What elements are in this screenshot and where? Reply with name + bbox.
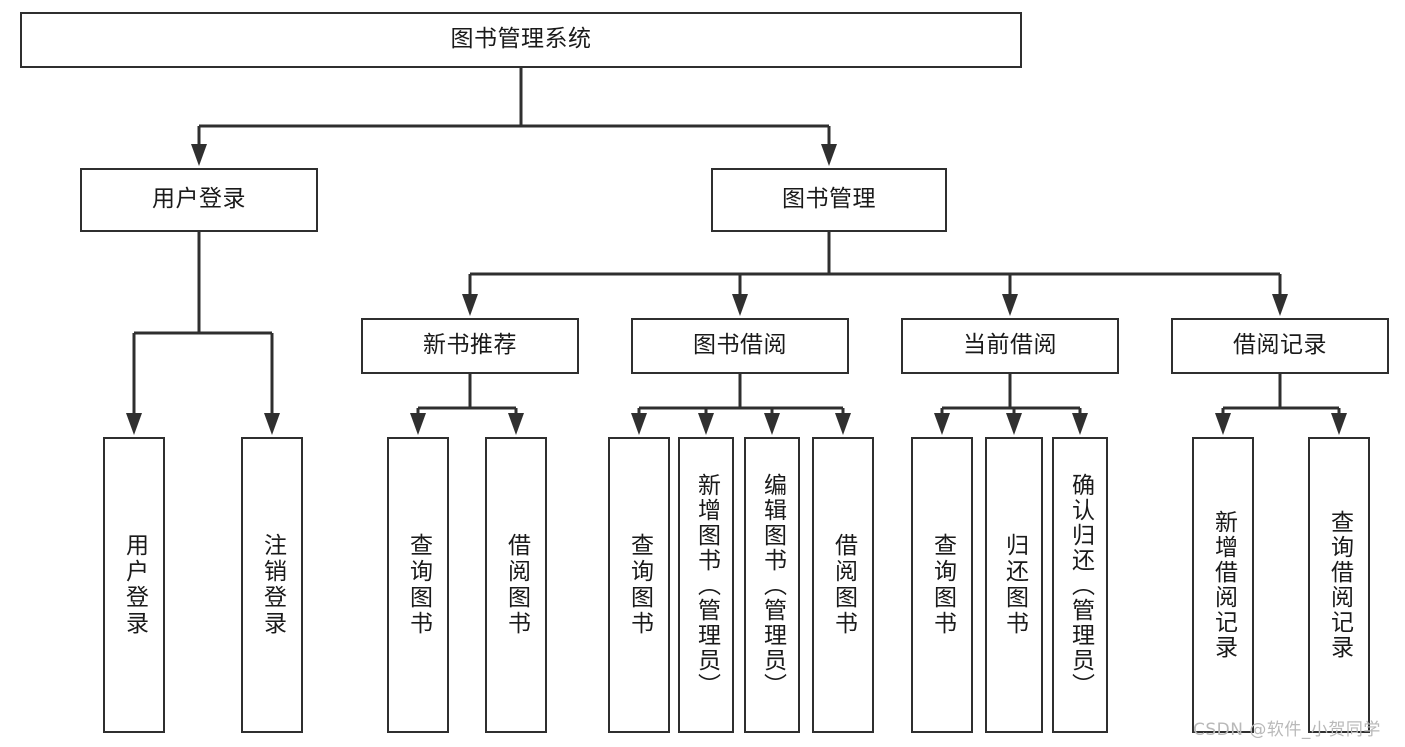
node-leaf-logout[interactable]: 注销登录 — [241, 437, 303, 733]
node-leaf-query-book-1[interactable]: 查询图书 — [387, 437, 449, 733]
node-new-book-recommend-label: 新书推荐 — [423, 332, 517, 359]
node-leaf-query-book-2-label: 查询图书 — [626, 533, 653, 637]
watermark: CSDN @软件_小贺同学 — [1193, 720, 1381, 740]
node-leaf-query-record-label: 查询借阅记录 — [1326, 510, 1353, 660]
node-leaf-add-book-label: 新增图书（管理员） — [693, 472, 720, 698]
node-leaf-query-book-1-label: 查询图书 — [405, 533, 432, 637]
node-book-manage-label: 图书管理 — [782, 186, 876, 213]
node-leaf-return-book-label: 归还图书 — [1001, 533, 1028, 637]
node-leaf-add-record[interactable]: 新增借阅记录 — [1192, 437, 1254, 733]
node-leaf-borrow-book-2[interactable]: 借阅图书 — [812, 437, 874, 733]
node-root-label: 图书管理系统 — [450, 26, 592, 53]
node-leaf-query-book-3[interactable]: 查询图书 — [911, 437, 973, 733]
node-leaf-return-book[interactable]: 归还图书 — [985, 437, 1043, 733]
node-leaf-confirm-return-label: 确认归还（管理员） — [1067, 472, 1094, 698]
node-leaf-query-book-3-label: 查询图书 — [929, 533, 956, 637]
node-leaf-add-book[interactable]: 新增图书（管理员） — [678, 437, 734, 733]
node-current-borrow-label: 当前借阅 — [963, 332, 1057, 359]
node-borrow-record-label: 借阅记录 — [1233, 332, 1327, 359]
node-new-book-recommend[interactable]: 新书推荐 — [361, 318, 579, 374]
node-current-borrow[interactable]: 当前借阅 — [901, 318, 1119, 374]
node-book-borrow-label: 图书借阅 — [693, 332, 787, 359]
node-user-login[interactable]: 用户登录 — [80, 168, 318, 232]
node-user-login-label: 用户登录 — [152, 186, 246, 213]
node-leaf-user-login[interactable]: 用户登录 — [103, 437, 165, 733]
node-leaf-query-record[interactable]: 查询借阅记录 — [1308, 437, 1370, 733]
node-leaf-borrow-book-2-label: 借阅图书 — [830, 533, 857, 637]
node-leaf-borrow-book-1-label: 借阅图书 — [503, 533, 530, 637]
node-leaf-user-login-label: 用户登录 — [121, 533, 148, 637]
node-leaf-edit-book-label: 编辑图书（管理员） — [759, 472, 786, 698]
node-leaf-borrow-book-1[interactable]: 借阅图书 — [485, 437, 547, 733]
node-leaf-logout-label: 注销登录 — [259, 533, 286, 637]
node-borrow-record[interactable]: 借阅记录 — [1171, 318, 1389, 374]
node-book-borrow[interactable]: 图书借阅 — [631, 318, 849, 374]
node-book-manage[interactable]: 图书管理 — [711, 168, 947, 232]
node-leaf-query-book-2[interactable]: 查询图书 — [608, 437, 670, 733]
node-root[interactable]: 图书管理系统 — [20, 12, 1022, 68]
node-leaf-add-record-label: 新增借阅记录 — [1210, 510, 1237, 660]
node-leaf-confirm-return[interactable]: 确认归还（管理员） — [1052, 437, 1108, 733]
node-leaf-edit-book[interactable]: 编辑图书（管理员） — [744, 437, 800, 733]
